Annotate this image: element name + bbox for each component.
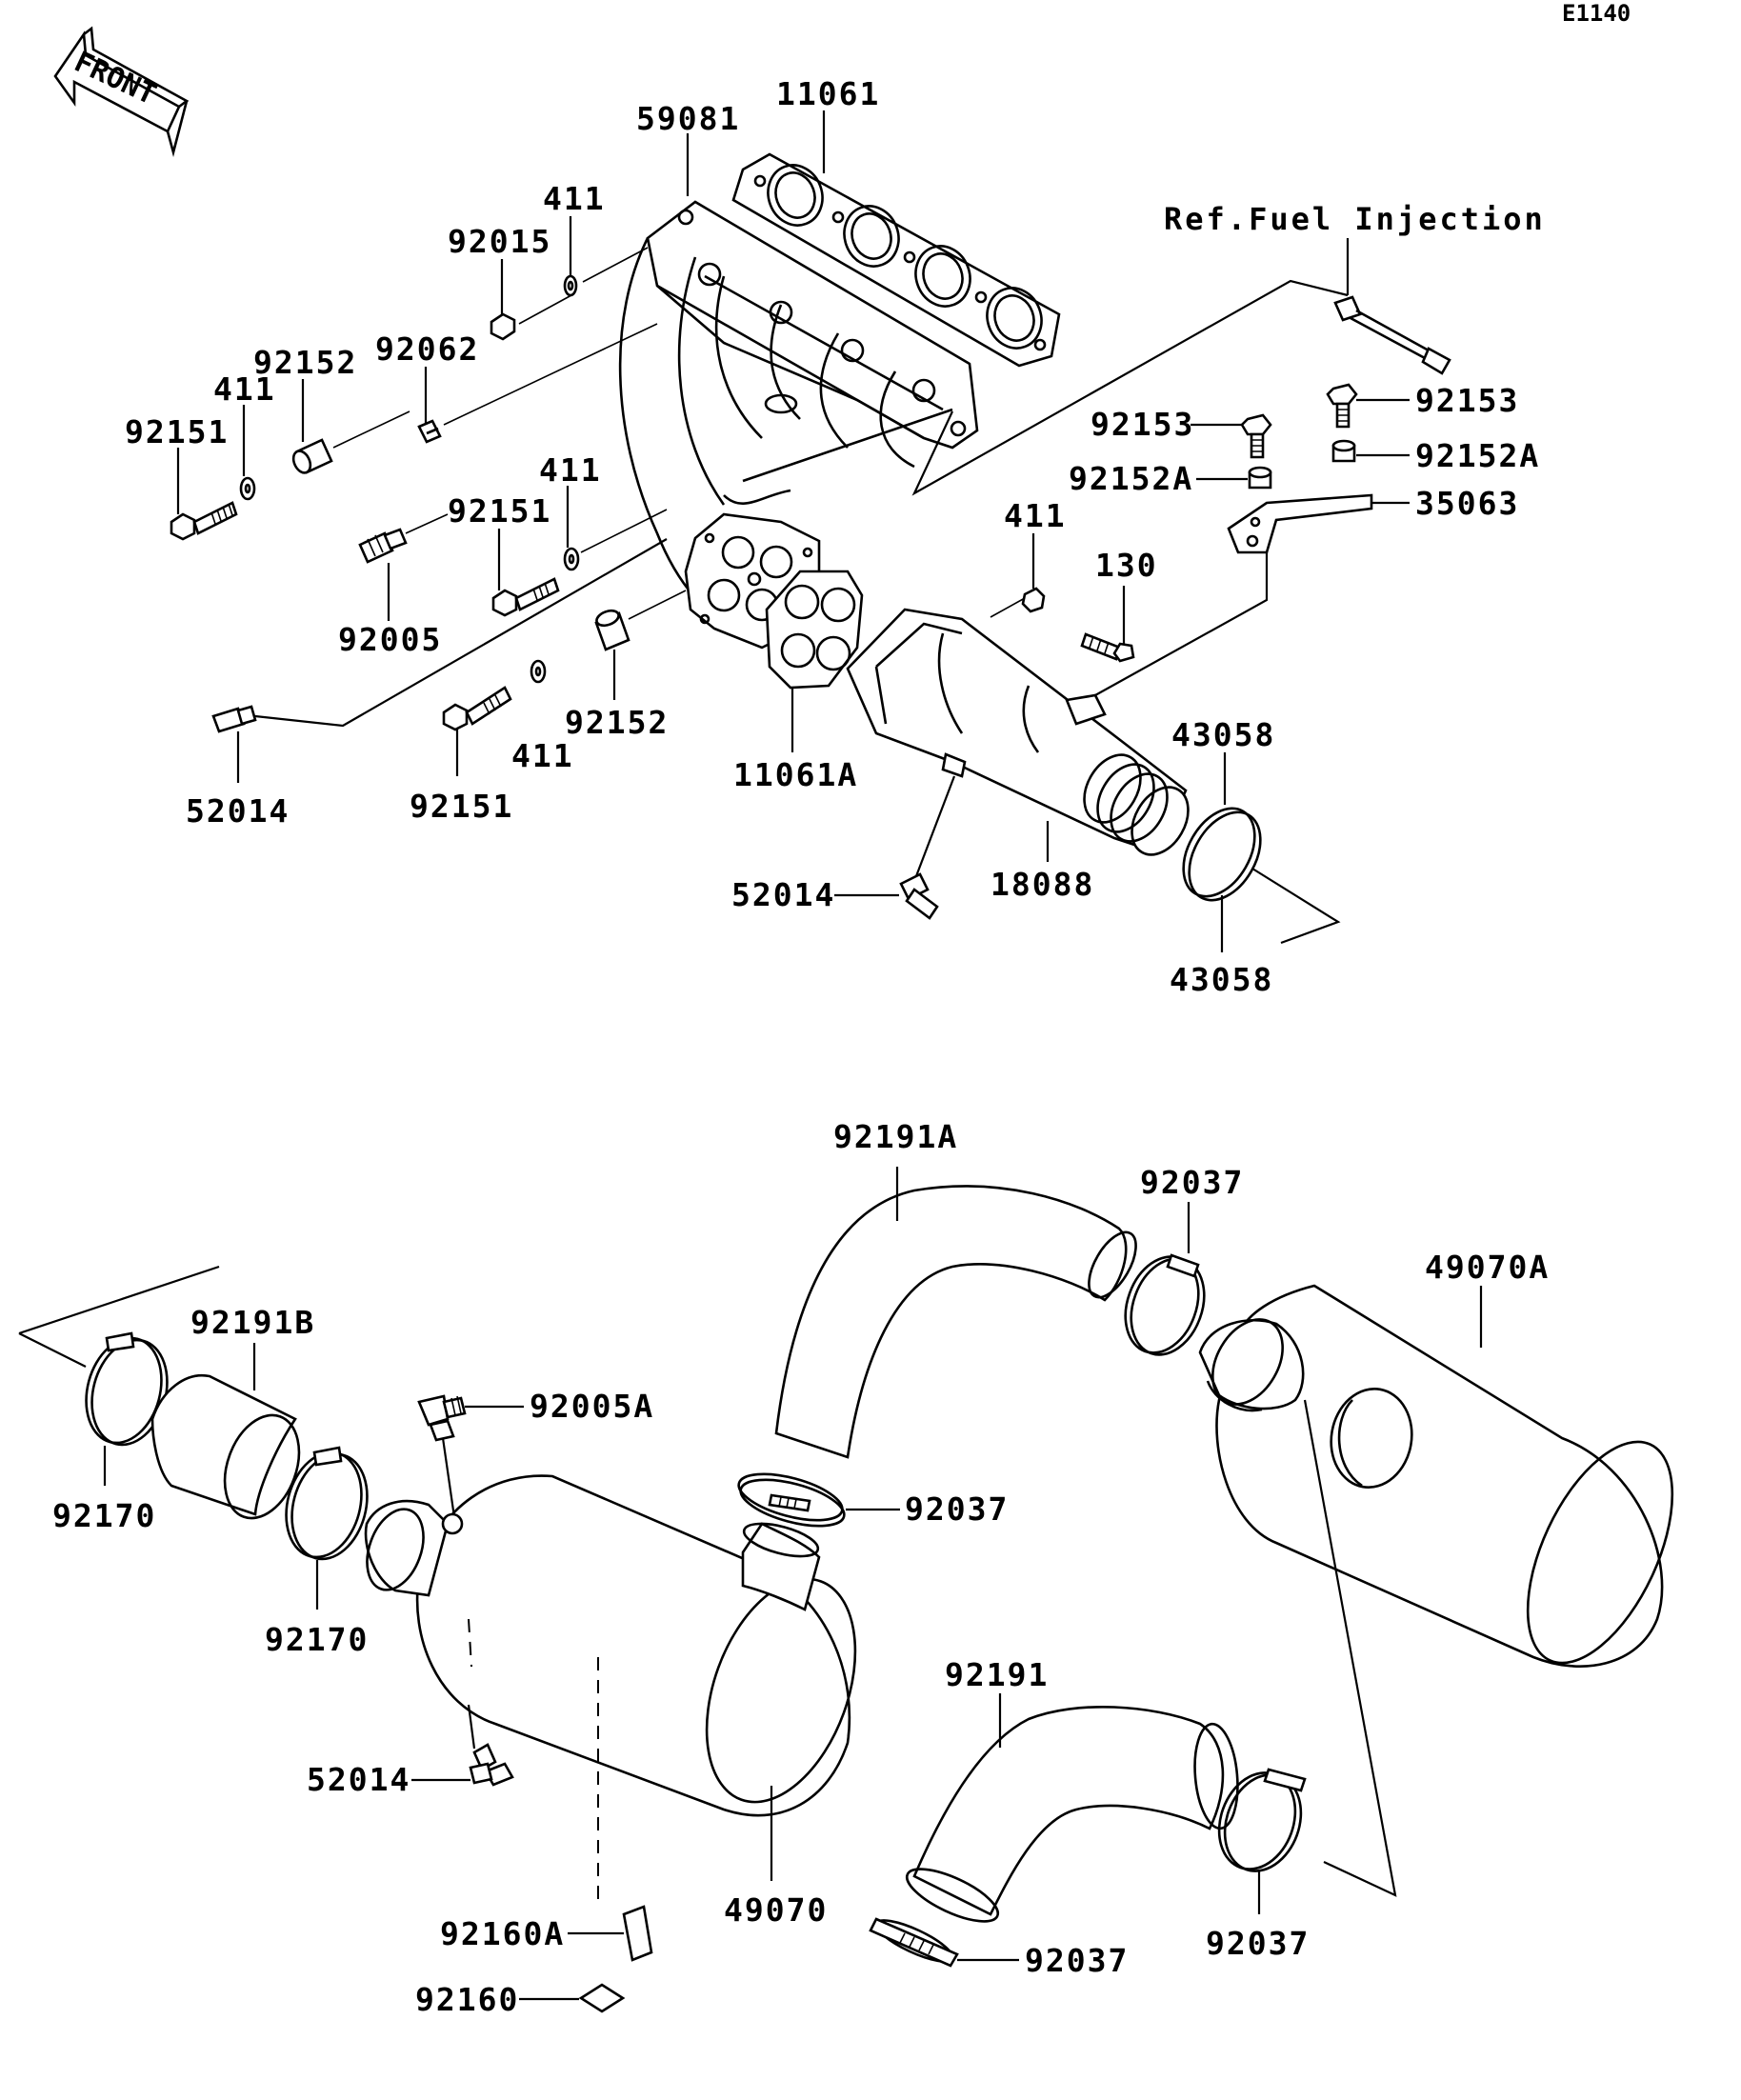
bolt-92151-c <box>442 686 512 731</box>
label-92005a: 92005A <box>530 1388 654 1425</box>
label-92037-c: 92037 <box>1025 1942 1129 1979</box>
label-92191b: 92191B <box>190 1304 315 1341</box>
band-43058 <box>1182 807 1262 902</box>
bolt-92151-b <box>491 577 560 617</box>
washer-411-a <box>563 274 578 297</box>
hose-92191a <box>774 1185 1137 1459</box>
bracket-35063 <box>1227 493 1373 554</box>
label-92152-b: 92152 <box>565 704 669 741</box>
label-130: 130 <box>1095 547 1158 584</box>
label-49070a: 49070A <box>1425 1249 1550 1286</box>
label-411-b: 411 <box>213 370 276 408</box>
label-92037-b: 92037 <box>905 1490 1009 1528</box>
bolt-92153-b <box>1326 383 1358 429</box>
label-18088: 18088 <box>991 866 1094 903</box>
label-92153-b: 92153 <box>1415 382 1519 419</box>
label-92062: 92062 <box>375 330 479 368</box>
label-411-c: 411 <box>539 451 602 489</box>
label-92170-b: 92170 <box>265 1621 369 1658</box>
hose-92191b <box>150 1373 301 1520</box>
front-arrow-icon: FRONT <box>53 26 190 158</box>
label-92152-a: 92152 <box>253 344 357 381</box>
bolt-130 <box>1080 632 1135 663</box>
nut-411-e <box>1021 587 1046 613</box>
clamp-92037-b <box>737 1472 846 1528</box>
collar-92152a-a <box>1248 466 1272 490</box>
fitting-92005 <box>358 528 408 564</box>
label-43058-b: 43058 <box>1170 961 1273 998</box>
fitting-52014-a <box>211 705 257 733</box>
fuel-injection-sensor <box>1333 238 1451 375</box>
pad-92160 <box>578 1983 626 2013</box>
label-92151-b: 92151 <box>448 492 551 530</box>
clamp-92037-d <box>1217 1768 1307 1872</box>
muffler-49070 <box>364 1474 857 1817</box>
label-52014-b: 52014 <box>731 876 835 913</box>
fitting-52014-b <box>899 872 939 920</box>
label-92151-c: 92151 <box>410 788 513 825</box>
exhaust-pipe-18088 <box>846 608 1190 856</box>
label-52014-c: 52014 <box>307 1761 410 1798</box>
pad-92160a <box>622 1905 653 1962</box>
label-43058-a: 43058 <box>1171 716 1275 753</box>
label-92152a-b: 92152A <box>1415 437 1540 474</box>
label-92151-a: 92151 <box>125 413 229 450</box>
label-92152a-a: 92152A <box>1069 460 1193 497</box>
label-411-a: 411 <box>543 180 606 217</box>
clamp-92037-c <box>869 1917 959 1968</box>
collar-92152-a <box>291 438 333 474</box>
label-92005: 92005 <box>338 621 442 658</box>
exhaust-manifold-59081 <box>618 200 979 640</box>
ref-fuel-injection-note: Ref.Fuel Injection <box>1164 201 1546 237</box>
washer-411-b <box>239 476 256 501</box>
clamp-92170-a <box>85 1331 169 1447</box>
label-92160a: 92160A <box>440 1915 565 1952</box>
label-92191: 92191 <box>945 1656 1049 1693</box>
gasket-11061a <box>765 570 864 690</box>
washer-411-d <box>530 659 547 684</box>
label-11061: 11061 <box>776 75 880 112</box>
label-92153-a: 92153 <box>1091 406 1194 443</box>
label-59081: 59081 <box>636 100 740 137</box>
label-11061a: 11061A <box>733 756 858 793</box>
collar-92152-b <box>594 609 630 651</box>
label-35063: 35063 <box>1415 485 1519 522</box>
label-92160: 92160 <box>415 1981 519 2018</box>
bolt-92153-a <box>1240 413 1272 459</box>
fitting-52014-c <box>469 1743 514 1787</box>
label-52014-a: 52014 <box>186 792 290 830</box>
clamp-92170-b <box>285 1446 369 1561</box>
stud-92062 <box>417 419 442 444</box>
diagram-code: E1140 <box>1562 0 1631 27</box>
nut-92015 <box>490 312 516 341</box>
label-92037-d: 92037 <box>1206 1925 1310 1962</box>
muffler-49070a <box>1198 1284 1674 1668</box>
label-92191a: 92191A <box>833 1118 958 1155</box>
hose-92191 <box>905 1705 1239 1923</box>
collar-92152a-b <box>1331 439 1356 463</box>
label-92015: 92015 <box>448 223 551 260</box>
bolt-92151-a <box>170 501 238 541</box>
label-411-d: 411 <box>511 737 574 774</box>
label-411-e: 411 <box>1004 497 1067 534</box>
label-92170-a: 92170 <box>52 1497 156 1534</box>
fitting-92005a <box>417 1394 467 1442</box>
gasket-11061 <box>731 152 1061 368</box>
label-92037-a: 92037 <box>1140 1164 1244 1201</box>
label-49070: 49070 <box>724 1891 828 1929</box>
clamp-92037-a <box>1124 1253 1206 1356</box>
washer-411-c <box>563 547 580 571</box>
